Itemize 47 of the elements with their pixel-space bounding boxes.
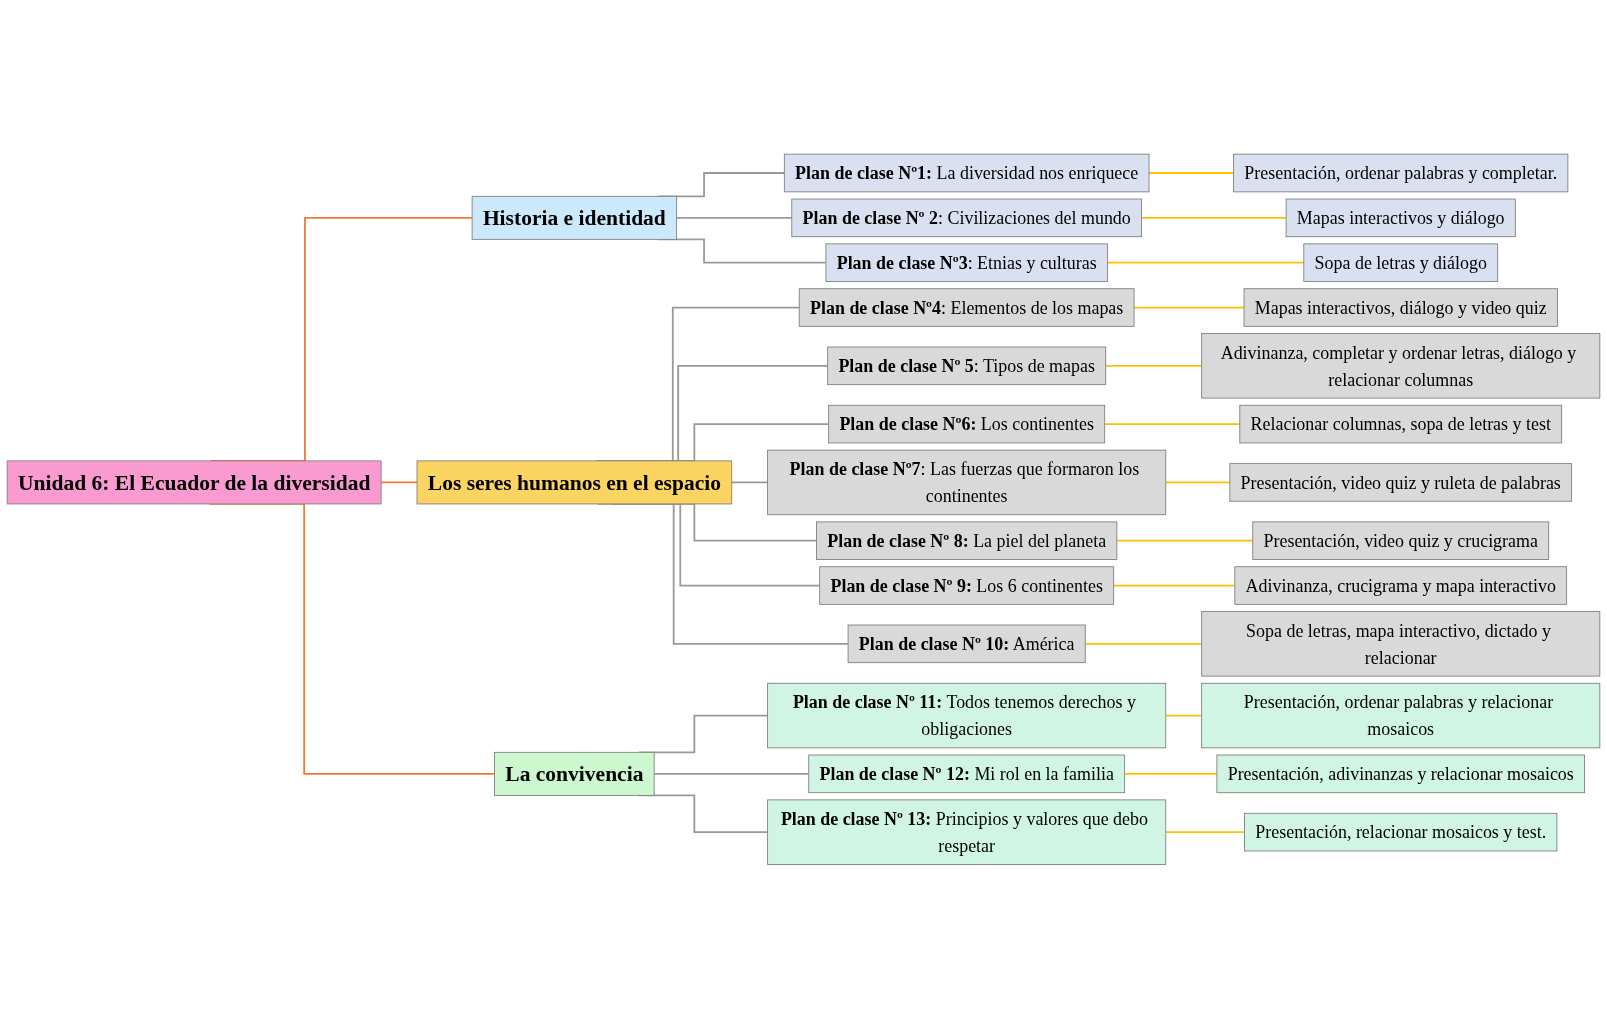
node-box: Sopa de letras y diálogo (1303, 243, 1499, 283)
node-box: Plan de clase Nº1: La diversidad nos enriquece (783, 153, 1150, 193)
node-box: Historia e identidad (471, 196, 678, 240)
node-box: Plan de clase Nº 11: Todos tenemos derechos y obligaciones (767, 683, 1167, 749)
node-box: Relacionar columnas, sopa de letras y test (1239, 405, 1563, 444)
connector (1112, 584, 1236, 587)
connector (1106, 262, 1305, 264)
node-box: Sopa de letras, mapa interactivo, dictado y relacionar (1201, 611, 1601, 677)
node-box: Mapas interactivos, diálogo y video quiz (1243, 288, 1558, 327)
node-box: Plan de clase Nº 13: Principios y valores que debo respetar (767, 799, 1167, 866)
node-box: Plan de clase Nº 12: Mi rol en la familia (808, 754, 1126, 794)
node-box: Adivinanza, crucigrama y mapa interactivo (1234, 566, 1568, 605)
connector (1104, 365, 1203, 367)
connector (730, 481, 769, 484)
node-box: Plan de clase Nº6: Los continentes (828, 405, 1106, 444)
node-box: La convivencia (494, 752, 655, 797)
connector (1164, 714, 1203, 717)
node-box: Unidad 6: El Ecuador de la diversidad (6, 460, 382, 505)
connector (1084, 643, 1203, 645)
connector (1164, 481, 1231, 484)
connector (1140, 217, 1287, 219)
node-box: Plan de clase Nº7: Las fuerzas que formaron los continentes (767, 449, 1167, 516)
node-box: Plan de clase Nº 2: Civilizaciones del mundo (791, 198, 1142, 238)
node-box: Mapas interactivos y diálogo (1285, 198, 1516, 238)
connector (1164, 831, 1246, 834)
node-box: Presentación, video quiz y ruleta de palabras (1229, 463, 1573, 502)
node-box: Presentación, video quiz y crucigrama (1252, 521, 1550, 561)
connector (1148, 172, 1235, 175)
node-box: Plan de clase Nº 10: América (847, 624, 1086, 664)
connector (1103, 423, 1241, 426)
node-box: Presentación, adivinanzas y relacionar mosaicos (1216, 754, 1585, 794)
connector (653, 773, 810, 775)
node-box: Presentación, ordenar palabras y completar. (1233, 153, 1569, 193)
node-box: Plan de clase Nº4: Elementos de los mapas (798, 288, 1135, 327)
node-box: Presentación, ordenar palabras y relacionar mosaicos (1201, 683, 1601, 749)
node-box: Presentación, relacionar mosaicos y test. (1244, 813, 1558, 852)
connector (675, 217, 793, 219)
node-box: Plan de clase Nº3: Etnias y culturas (825, 243, 1108, 283)
connector (1133, 306, 1245, 309)
connector (380, 481, 418, 484)
node-box: Plan de clase Nº 8: La piel del planeta (816, 521, 1118, 561)
node-box: Plan de clase Nº 9: Los 6 continentes (819, 566, 1115, 605)
connector (1123, 773, 1218, 775)
node-box: Los seres humanos en el espacio (416, 460, 733, 505)
node-box: Adivinanza, completar y ordenar letras, diálogo y relacionar columnas (1201, 333, 1601, 399)
node-box: Plan de clase Nº 5: Tipos de mapas (827, 346, 1107, 386)
connector (1115, 540, 1254, 542)
